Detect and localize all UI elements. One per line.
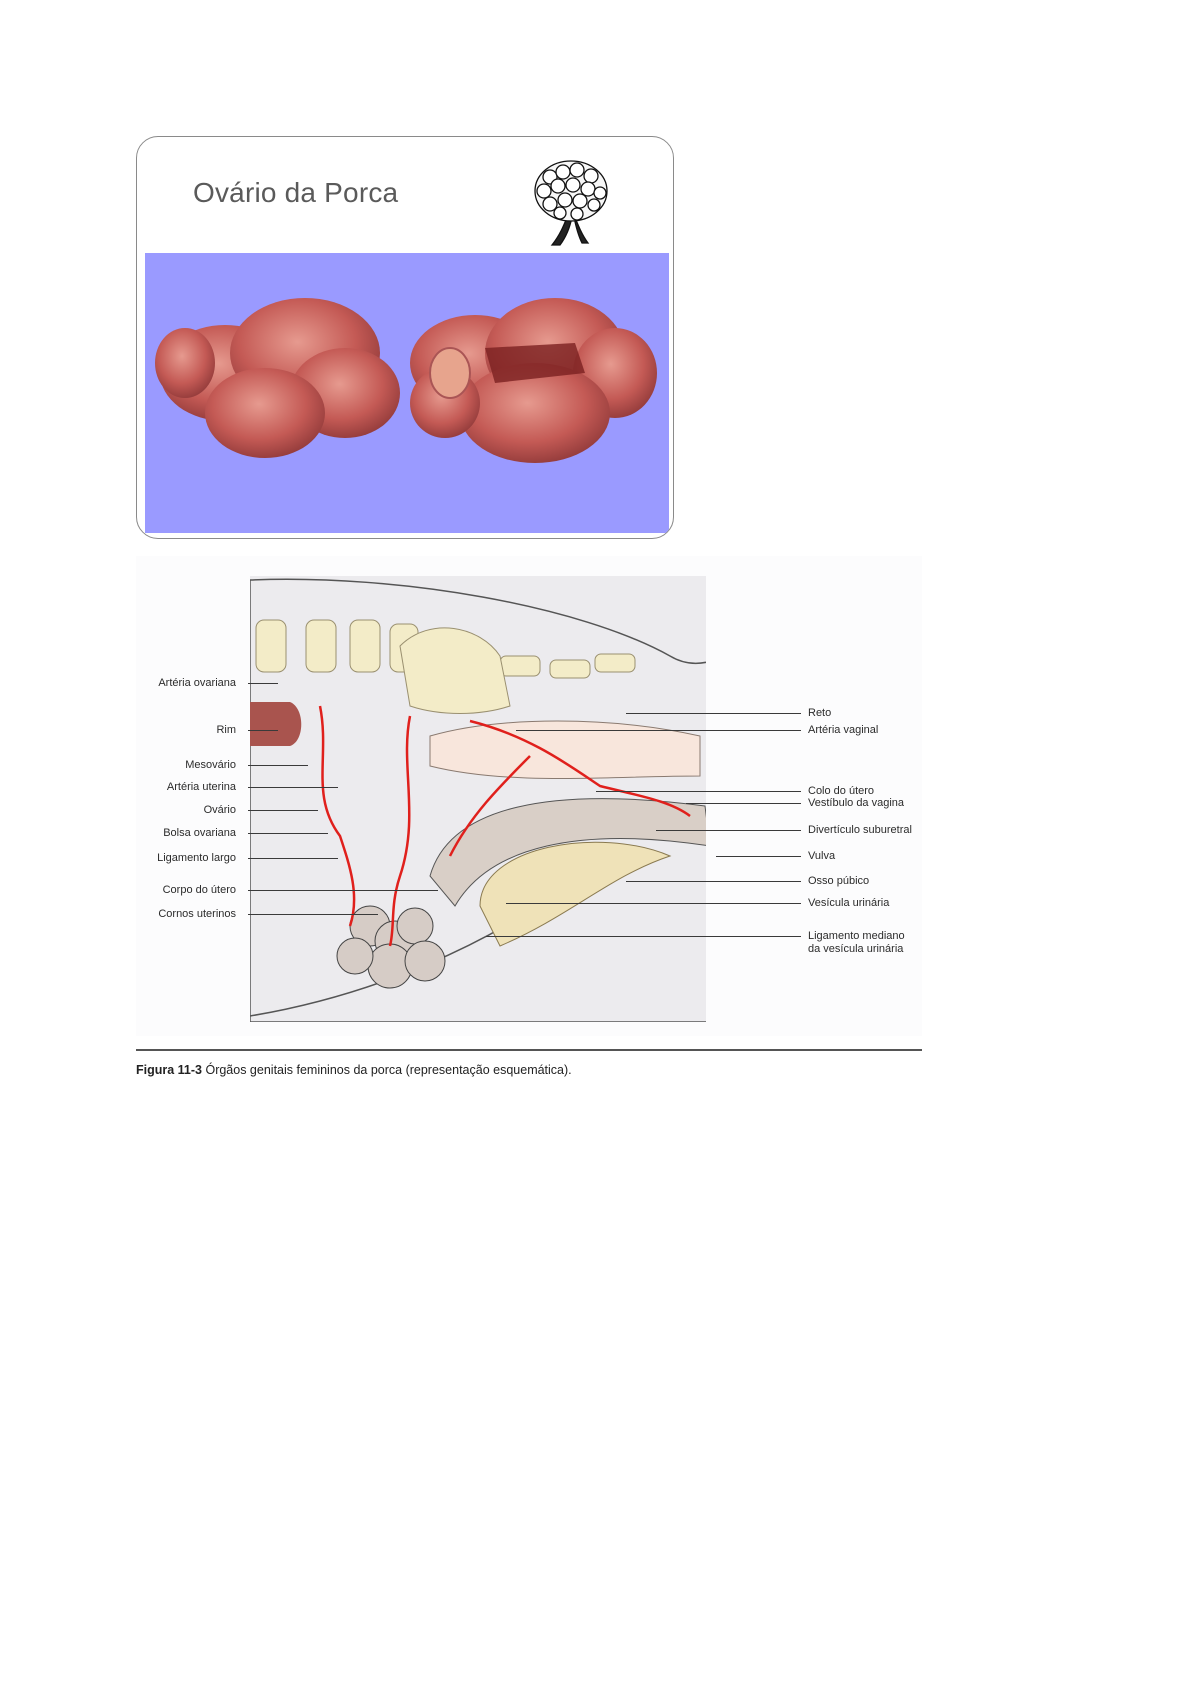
anatomical-figure: Artéria ovariana Rim Mesovário Artéria u… — [136, 556, 922, 1036]
leader-line — [248, 914, 378, 915]
leader-line — [506, 903, 801, 904]
leader-line — [248, 833, 328, 834]
leader-line — [686, 803, 801, 804]
label-osso-pubico: Osso púbico — [808, 875, 870, 887]
label-rim: Rim — [216, 724, 236, 736]
caption-rule — [136, 1049, 922, 1051]
label-bolsa-ovariana: Bolsa ovariana — [163, 827, 236, 839]
figure-caption: Figura 11-3 Órgãos genitais femininos da… — [136, 1063, 572, 1077]
leader-line — [248, 810, 318, 811]
leader-line — [716, 856, 801, 857]
leader-line — [248, 683, 278, 684]
label-ligamento-largo: Ligamento largo — [157, 852, 236, 864]
label-arteria-ovariana: Artéria ovariana — [158, 677, 236, 689]
leader-line — [248, 890, 438, 891]
leader-line — [626, 881, 801, 882]
leader-line — [626, 713, 801, 714]
label-corpo-do-utero: Corpo do útero — [162, 884, 236, 896]
label-reto: Reto — [808, 707, 832, 719]
label-cornos-uterinos: Cornos uterinos — [158, 908, 236, 920]
label-ovario: Ovário — [203, 804, 236, 816]
label-vestibulo-da-vagina: Vestíbulo da vagina — [808, 797, 905, 809]
label-diverticulo-suburetral: Divertículo suburetral — [808, 824, 912, 836]
slide-card: Ovário da Porca — [136, 136, 674, 539]
slide-title: Ovário da Porca — [193, 177, 399, 208]
leader-line — [248, 787, 338, 788]
label-ligamento-mediano-2: da vesícula urinária — [808, 943, 904, 955]
ovary-photo — [145, 253, 669, 533]
leader-line — [248, 765, 308, 766]
leader-line — [248, 730, 278, 731]
ovary-drawing-icon — [534, 160, 608, 246]
leader-line — [516, 730, 801, 731]
label-mesovario: Mesovário — [185, 759, 236, 771]
label-ligamento-mediano: Ligamento mediano — [808, 930, 905, 942]
sow-genital-diagram — [250, 576, 706, 1022]
caption-number: Figura 11-3 — [136, 1063, 202, 1077]
label-arteria-vaginal: Artéria vaginal — [808, 724, 879, 736]
label-vesicula-urinaria: Vesícula urinária — [808, 897, 890, 909]
caption-text: Órgãos genitais femininos da porca (repr… — [202, 1063, 572, 1077]
leader-line — [248, 858, 338, 859]
leader-line — [596, 791, 801, 792]
ovary-photo-illustration — [155, 298, 657, 463]
label-arteria-uterina: Artéria uterina — [166, 781, 236, 793]
label-vulva: Vulva — [808, 850, 836, 862]
label-colo-do-utero: Colo do útero — [808, 785, 875, 797]
leader-line — [486, 936, 801, 937]
leader-line — [656, 830, 801, 831]
